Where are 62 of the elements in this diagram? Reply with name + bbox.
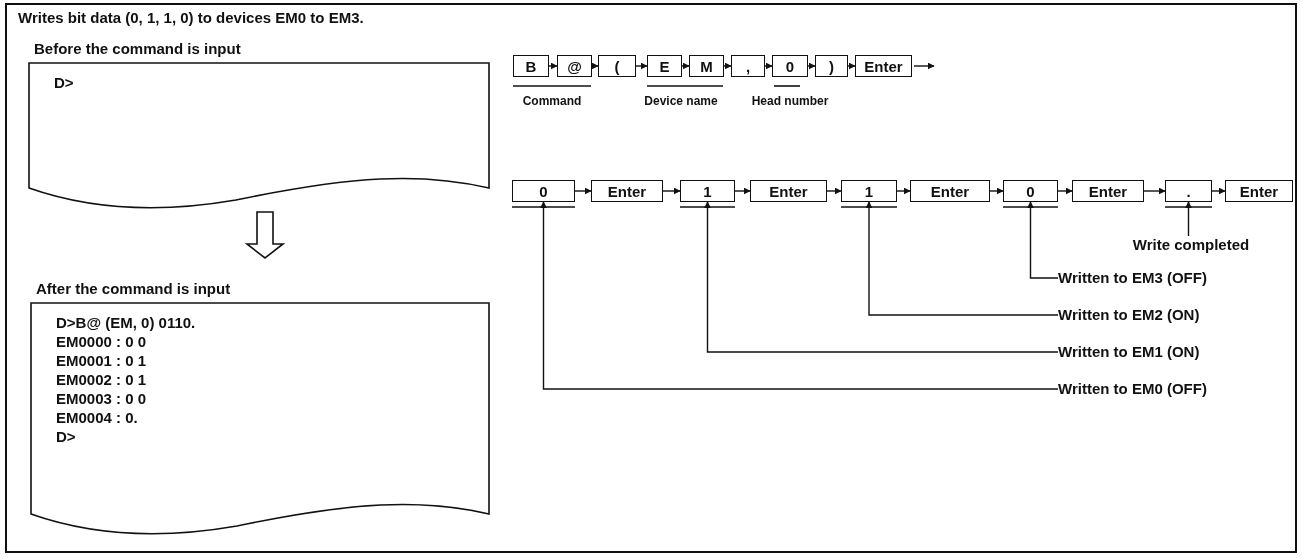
key-box: Enter xyxy=(855,55,912,77)
key-box: , xyxy=(731,55,765,77)
screen-text: D>B@ (EM, 0) 0110. xyxy=(56,314,196,332)
key-box: Enter xyxy=(750,180,827,202)
key-box: 1 xyxy=(841,180,897,202)
arrow xyxy=(896,187,911,195)
annotation-text: Written to EM2 (ON) xyxy=(1058,306,1200,324)
arrow xyxy=(734,187,751,195)
key-box: 1 xyxy=(680,180,735,202)
arrow xyxy=(723,62,732,70)
arrow xyxy=(635,62,648,70)
arrow xyxy=(662,187,681,195)
key-box: E xyxy=(647,55,682,77)
key-box: 0 xyxy=(512,180,575,202)
arrow xyxy=(1057,187,1073,195)
annotation-text: Written to EM0 (OFF) xyxy=(1058,380,1207,398)
annotation-text: Write completed xyxy=(1132,236,1250,254)
screen-text: D> xyxy=(56,428,76,446)
key-box: Enter xyxy=(591,180,663,202)
hollow-arrow xyxy=(244,211,286,259)
screen-text: EM0003 : 0 0 xyxy=(56,390,147,408)
arrow xyxy=(807,62,816,70)
key-box: B xyxy=(513,55,549,77)
annotation-text: Written to EM3 (OFF) xyxy=(1058,269,1207,287)
key-box: Enter xyxy=(1072,180,1144,202)
arrow xyxy=(681,62,690,70)
bracket-label: Head number xyxy=(751,93,829,110)
diagram-title: Writes bit data (0, 1, 1, 0) to devices EM0 to EM3. xyxy=(18,9,364,27)
annotation-text: Written to EM1 (ON) xyxy=(1058,343,1200,361)
key-box: M xyxy=(689,55,724,77)
arrow xyxy=(913,62,935,70)
arrow xyxy=(1143,187,1166,195)
screen-text: EM0000 : 0 0 xyxy=(56,333,147,351)
key-box: . xyxy=(1165,180,1212,202)
screen-heading: After the command is input xyxy=(36,280,231,298)
bracket-label: Device name xyxy=(644,93,718,110)
leader-line xyxy=(704,201,1059,353)
screen-text: EM0004 : 0. xyxy=(56,409,138,427)
arrow xyxy=(826,187,842,195)
screen-text: EM0002 : 0 1 xyxy=(56,371,147,389)
key-box: Enter xyxy=(1225,180,1293,202)
arrow xyxy=(591,62,599,70)
arrow xyxy=(548,62,558,70)
key-box: 0 xyxy=(1003,180,1058,202)
screen-text: EM0001 : 0 1 xyxy=(56,352,147,370)
key-box: @ xyxy=(557,55,592,77)
arrow xyxy=(764,62,773,70)
screen-text: D> xyxy=(54,74,74,92)
arrow xyxy=(574,187,592,195)
arrow xyxy=(1211,187,1226,195)
key-box: Enter xyxy=(910,180,990,202)
key-box: 0 xyxy=(772,55,808,77)
key-box: ) xyxy=(815,55,848,77)
arrow xyxy=(989,187,1004,195)
arrow xyxy=(847,62,856,70)
key-box: ( xyxy=(598,55,636,77)
leader-line xyxy=(1185,201,1192,237)
leader-line xyxy=(865,201,1059,316)
screen-heading: Before the command is input xyxy=(34,40,241,58)
bracket-label: Command xyxy=(522,93,582,110)
leader-line xyxy=(540,201,1059,390)
leader-line xyxy=(1027,201,1059,279)
